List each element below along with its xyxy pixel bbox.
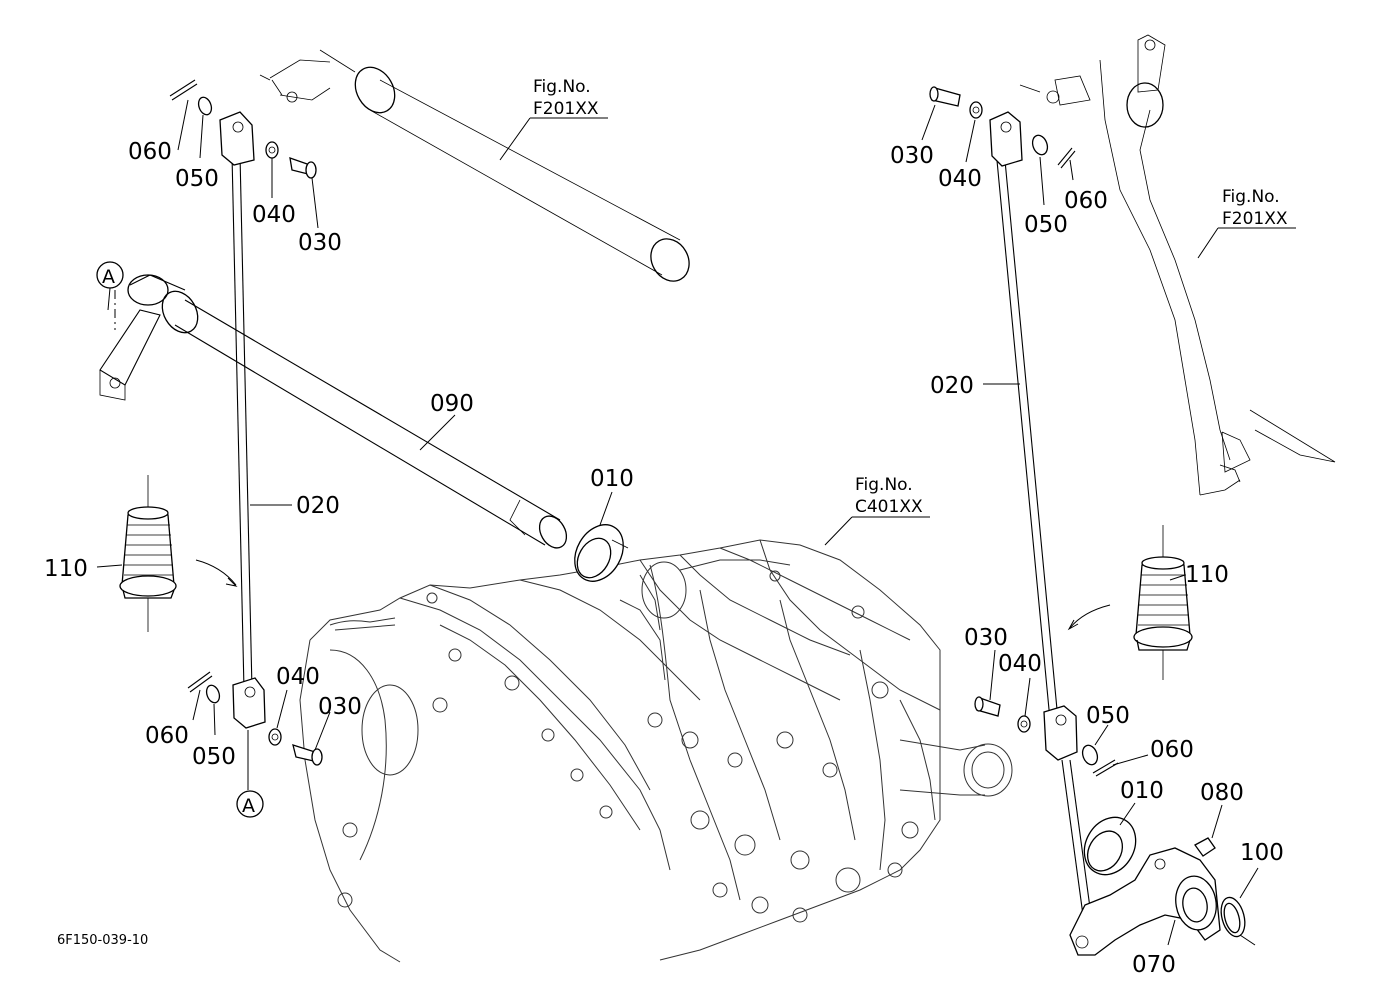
label-100: 100 [1240,840,1284,866]
fig-ref-1-code: F201XX [533,99,599,119]
label-110-left: 110 [44,556,88,582]
arm-070 [1069,837,1246,956]
label-040-left-top: 040 [252,202,296,228]
label-030-left-top: 030 [298,230,342,256]
fig-ref-3-code: C401XX [855,497,923,517]
part-number-labels: 020 020 090 010 010 060 050 040 030 060 … [44,139,1284,978]
case-bolt-holes [337,570,919,923]
transmission-case [299,539,1013,963]
figure-references: Fig.No. F201XX Fig.No. F201XX Fig.No. C4… [533,77,1288,517]
label-030-left-bottom: 030 [318,694,362,720]
label-080: 080 [1200,780,1244,806]
left-upper-shaft [259,49,690,282]
label-040-left-bottom: 040 [276,664,320,690]
label-040-right-top: 040 [938,166,982,192]
label-010-center: 010 [590,466,634,492]
ref-a-bottom: A [242,795,255,817]
fig-ref-1-title: Fig.No. [533,77,591,97]
seal-010-right [1083,816,1137,876]
fig-ref-2-title: Fig.No. [1222,187,1280,207]
label-050-right-top: 050 [1024,212,1068,238]
label-110-right: 110 [1185,562,1229,588]
seal-010-center [574,524,629,582]
label-060-left-bottom: 060 [145,723,189,749]
label-090: 090 [430,391,474,417]
label-020-right: 020 [930,373,974,399]
right-rod-020 [989,111,1094,931]
label-020-left: 020 [296,493,340,519]
left-lower-hardware [187,671,323,766]
label-050-left-top: 050 [175,166,219,192]
fig-ref-2-code: F201XX [1222,209,1288,229]
right-pedal-arm [1019,34,1336,496]
drawing-code: 6F150-039-10 [57,933,148,948]
label-030-right-bottom: 030 [964,625,1008,651]
left-upper-hardware [169,79,317,179]
right-upper-hardware [929,86,1076,169]
left-boot-110 [119,475,177,632]
label-060-right-top: 060 [1064,188,1108,214]
leader-lines [96,99,1296,946]
label-030-right-top: 030 [890,143,934,169]
label-040-right-bottom: 040 [998,651,1042,677]
fig-ref-3-title: Fig.No. [855,475,913,495]
label-050-right-bottom: 050 [1086,703,1130,729]
label-010-right: 010 [1120,778,1164,804]
label-060-right-bottom: 060 [1150,737,1194,763]
label-050-left-bottom: 050 [192,744,236,770]
label-070: 070 [1132,952,1176,978]
right-lower-hardware [974,696,1119,777]
reference-markers: A A [96,261,264,818]
label-060-left-top: 060 [128,139,172,165]
ref-a-top: A [102,266,115,288]
right-boot-110 [1133,525,1193,680]
left-rod-020 [219,111,266,729]
